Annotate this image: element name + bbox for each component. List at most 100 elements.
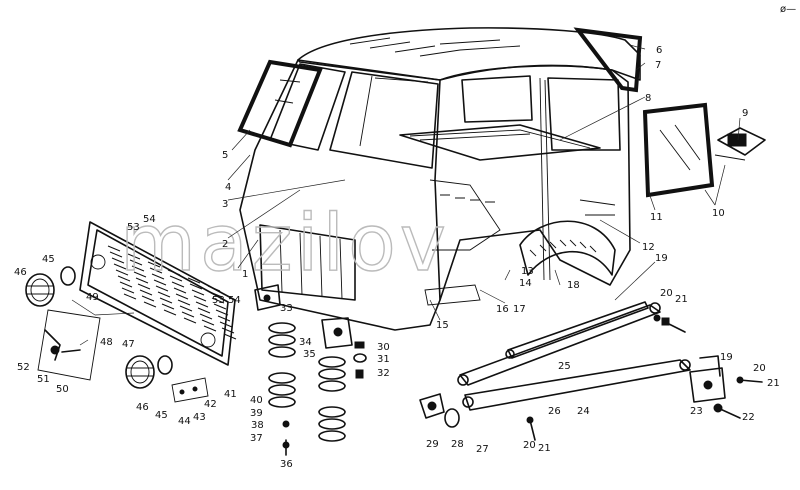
grille-slot xyxy=(215,309,229,316)
callout-53-top: 53 xyxy=(127,222,140,233)
grille-slot xyxy=(183,317,197,324)
bolt-36 xyxy=(282,439,290,456)
callout-15: 15 xyxy=(436,320,449,331)
callout-27: 27 xyxy=(476,444,489,455)
callout-36: 36 xyxy=(280,459,293,470)
windshield-glass xyxy=(237,59,323,148)
callout-48: 48 xyxy=(100,337,113,348)
rear-glass xyxy=(573,27,643,93)
callout-20-bottom: 20 xyxy=(523,440,536,451)
callout-29: 29 xyxy=(426,439,439,450)
grille-slot xyxy=(129,259,143,266)
grille-slot xyxy=(133,271,147,278)
grille-slot xyxy=(211,297,225,304)
callout-7: 7 xyxy=(655,60,661,71)
grille-slot xyxy=(191,289,205,296)
grille-slot xyxy=(179,305,193,312)
callout-1: 1 xyxy=(242,269,248,280)
grille-slot xyxy=(209,291,223,298)
callout-4: 4 xyxy=(225,182,231,193)
grille-slot xyxy=(111,257,125,264)
callout-43: 43 xyxy=(193,412,206,423)
grille-slot xyxy=(151,273,165,280)
grille-slot xyxy=(115,269,129,276)
mirror-bracket xyxy=(714,127,766,161)
grille-slot xyxy=(113,263,127,270)
callout-54-mid: 54 xyxy=(228,295,241,306)
cab-body xyxy=(239,27,641,331)
callout-21-top: 21 xyxy=(675,294,688,305)
callout-19-top: 19 xyxy=(655,253,668,264)
callout-35: 35 xyxy=(303,349,316,360)
plate-42-44 xyxy=(171,377,209,403)
callout-23: 23 xyxy=(690,406,703,417)
grille-slot xyxy=(169,275,183,282)
callout-46-top: 46 xyxy=(14,267,27,278)
hinge-bracket-front xyxy=(254,284,281,311)
callout-5: 5 xyxy=(222,150,228,161)
grille-slot xyxy=(149,267,163,274)
grille-slots xyxy=(107,245,237,340)
grille-slot xyxy=(117,275,131,282)
grille-slot xyxy=(137,283,151,290)
grille-slot xyxy=(159,297,173,304)
bushing-29 xyxy=(419,393,445,419)
grille-slot xyxy=(193,295,207,302)
grille-slot xyxy=(141,295,155,302)
side-window-glass xyxy=(642,102,715,198)
callout-31: 31 xyxy=(377,354,390,365)
headlight-right xyxy=(125,355,155,389)
callout-49: 49 xyxy=(86,292,99,303)
grille-slot xyxy=(207,285,221,292)
callout-12: 12 xyxy=(642,242,655,253)
spring-left xyxy=(268,322,296,408)
callout-34: 34 xyxy=(299,337,312,348)
callout-11: 11 xyxy=(650,212,663,223)
callout-22: 22 xyxy=(742,412,755,423)
nut-30 xyxy=(354,341,365,349)
callout-3: 3 xyxy=(222,199,228,210)
grille-slot xyxy=(123,293,137,300)
grille-slot xyxy=(213,303,227,310)
grille-slot xyxy=(203,325,217,332)
callout-18: 18 xyxy=(567,280,580,291)
bushing-28 xyxy=(444,408,460,428)
grille-slot xyxy=(143,301,157,308)
callout-labels: 1 2 3 4 5 6 7 8 9 10 11 12 13 14 15 16 1… xyxy=(14,45,780,470)
callout-37: 37 xyxy=(250,433,263,444)
pin-20 xyxy=(653,314,661,322)
callout-25: 25 xyxy=(558,361,571,372)
callout-9: 9 xyxy=(742,108,748,119)
headlight-left xyxy=(25,273,55,307)
callout-2: 2 xyxy=(222,239,228,250)
bolt-21-lower xyxy=(526,416,536,441)
callout-30: 30 xyxy=(377,342,390,353)
grille-slot xyxy=(171,281,185,288)
callout-32: 32 xyxy=(377,368,390,379)
grille-slot xyxy=(155,285,169,292)
callout-38: 38 xyxy=(251,420,264,431)
callout-40: 40 xyxy=(250,395,263,406)
grille-slot xyxy=(201,319,215,326)
callout-24: 24 xyxy=(577,406,590,417)
callout-10: 10 xyxy=(712,208,725,219)
bracket-23 xyxy=(689,355,726,403)
callout-52: 52 xyxy=(17,362,30,373)
headlight-bracket xyxy=(37,309,101,381)
grille-slot xyxy=(173,287,187,294)
radiator-grille xyxy=(79,221,236,366)
callout-45-bottom: 45 xyxy=(155,410,168,421)
grille-slot xyxy=(153,279,167,286)
grille-slot xyxy=(157,291,171,298)
grille-slot xyxy=(189,283,203,290)
spring-right xyxy=(318,356,346,442)
grille-slot xyxy=(187,277,201,284)
torsion-bar-lower xyxy=(462,359,691,411)
headlight-ring-left xyxy=(60,266,76,286)
torsion-bar-upper xyxy=(457,302,661,386)
callout-51: 51 xyxy=(37,374,50,385)
callout-28: 28 xyxy=(451,439,464,450)
grille-slot xyxy=(223,333,237,340)
bolt-32 xyxy=(355,369,364,379)
